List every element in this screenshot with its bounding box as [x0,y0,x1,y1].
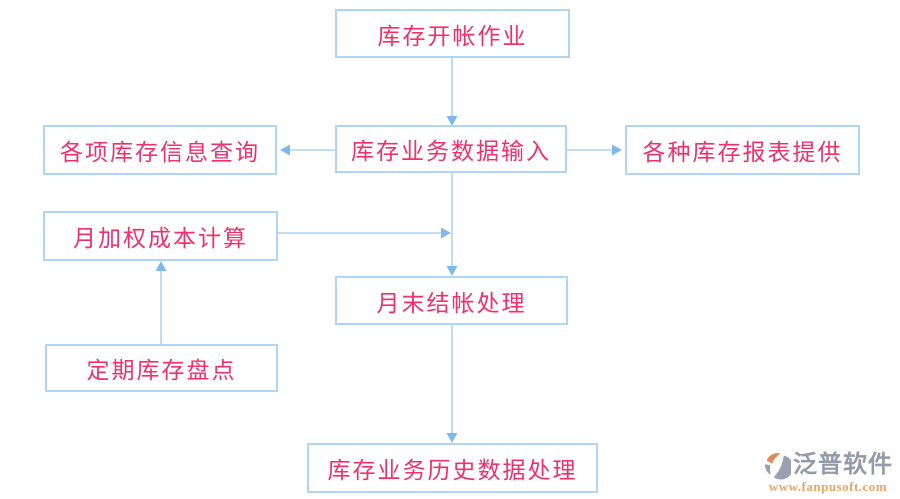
arrow-opening-to-input [446,58,458,126]
fanpu-logo-icon [761,450,794,480]
arrow-input-to-reports [567,144,622,156]
node-business-data-input: 库存业务数据输入 [335,125,567,173]
arrow-input-to-query [280,144,335,156]
arrow-stocktaking-to-weightedcost [155,261,167,344]
brand-url: www.fanpusoft.com [768,479,888,494]
node-report-provision: 各种库存报表提供 [625,125,860,175]
node-info-query: 各项库存信息查询 [43,125,277,175]
arrow-weightedcost-to-line [278,227,451,239]
arrow-input-to-monthend [446,173,458,276]
node-inventory-opening: 库存开帐作业 [335,9,570,58]
node-weighted-cost: 月加权成本计算 [43,211,278,261]
node-history-processing: 库存业务历史数据处理 [307,443,598,493]
fanpu-watermark: 泛普软件 www.fanpusoft.com [761,450,895,495]
arrow-monthend-to-history [446,325,458,443]
brand-name: 泛普软件 [793,451,893,478]
node-periodic-stocktaking: 定期库存盘点 [45,344,278,392]
node-month-end-closing: 月末结帐处理 [335,276,568,325]
